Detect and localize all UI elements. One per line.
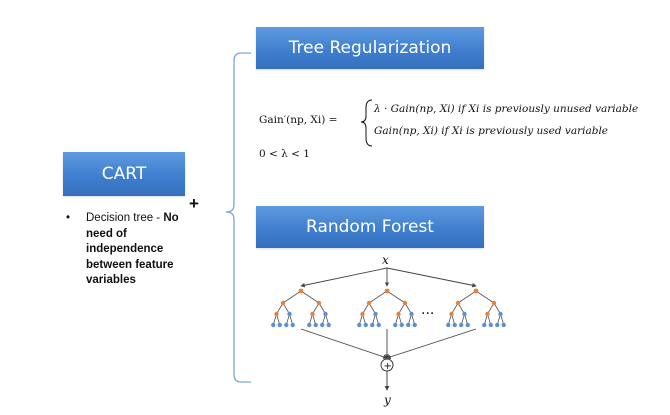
tree-edge [282, 290, 302, 304]
gain-formula-case-used: Gain(np, Xi) if Xi is previously used va… [374, 125, 609, 137]
leaf-node [357, 322, 362, 328]
combine-symbol: + [384, 361, 392, 372]
plus-sign: + [189, 194, 199, 213]
decision-tree [357, 288, 417, 328]
input-x-label: x [382, 253, 389, 267]
root-node [298, 288, 304, 294]
leaf-node [459, 322, 464, 328]
tree-regularization-box: Tree Regularization [256, 27, 484, 69]
split-node [402, 300, 408, 306]
leaf-node [284, 322, 289, 328]
leaf-node [409, 311, 414, 317]
cart-bullet-list: • Decision tree - No need of independenc… [60, 211, 200, 289]
split-node [316, 300, 322, 306]
gain-formula-case-unused: λ · Gain(np, Xi) if Xi is previously unu… [374, 103, 639, 115]
cart-bullet-intro: Decision tree - [86, 212, 161, 224]
leaf-node [320, 322, 325, 328]
tree-edge [475, 290, 495, 304]
leaf-node [277, 322, 282, 328]
cart-bullet-emphasis: No need of independence between feature … [86, 212, 179, 286]
cart-box: CART [63, 152, 185, 196]
split-node [485, 311, 490, 317]
leaf-node [465, 322, 470, 328]
tree-edge [386, 290, 406, 304]
leaf-node [498, 311, 503, 317]
leaf-node [376, 322, 381, 328]
split-node [360, 311, 365, 317]
leaf-node [326, 322, 331, 328]
root-node [384, 288, 390, 294]
random-forest-title: Random Forest [306, 217, 434, 237]
split-node [274, 311, 279, 317]
cart-title: CART [101, 164, 147, 184]
leaf-node [271, 322, 276, 328]
gain-formula-lhs: Gain′(np, Xi) = [259, 114, 338, 126]
split-node [280, 300, 286, 306]
split-node [455, 300, 461, 306]
leaf-node [399, 322, 404, 328]
small-tree [271, 300, 295, 328]
leaf-node [363, 322, 368, 328]
grouping-brace [225, 52, 251, 383]
leaf-node [488, 322, 493, 328]
bullet-icon: • [66, 212, 71, 224]
cart-bullet-item: • Decision tree - No need of independenc… [60, 211, 200, 289]
decision-tree [446, 288, 506, 328]
leaf-node [313, 322, 318, 328]
random-forest-diagram: x ··· + y [271, 253, 506, 407]
leaf-node [307, 322, 312, 328]
split-node [449, 311, 454, 317]
small-tree [446, 300, 470, 328]
input-arrow [386, 267, 477, 288]
leaf-node [370, 322, 375, 328]
leaf-node [452, 322, 457, 328]
lambda-constraint: 0 < λ < 1 [259, 148, 310, 160]
vote-arrow [386, 328, 477, 359]
leaf-node [462, 311, 467, 317]
split-node [491, 300, 497, 306]
small-tree [307, 300, 331, 328]
output-y-label: y [383, 393, 391, 407]
input-arrow [300, 267, 388, 288]
leaf-node [287, 311, 292, 317]
tree-edge [457, 290, 477, 304]
leaf-node [412, 322, 417, 328]
tree-regularization-title: Tree Regularization [288, 38, 452, 58]
small-tree [393, 300, 417, 328]
leaf-node [495, 322, 500, 328]
small-tree [357, 300, 381, 328]
leaf-node [446, 322, 451, 328]
leaf-node [323, 311, 328, 317]
leaf-node [501, 322, 506, 328]
tree-ellipsis: ··· [421, 306, 434, 322]
random-forest-box: Random Forest [256, 206, 484, 248]
leaf-node [482, 322, 487, 328]
root-node [473, 288, 479, 294]
decision-tree [271, 288, 331, 328]
tree-edge [368, 290, 388, 304]
case-brace [360, 99, 373, 147]
leaf-node [406, 322, 411, 328]
leaf-node [393, 322, 398, 328]
split-node [396, 311, 401, 317]
leaf-node [373, 311, 378, 317]
vote-arrow [300, 328, 388, 359]
small-tree [482, 300, 506, 328]
split-node [310, 311, 315, 317]
tree-edge [300, 290, 320, 304]
split-node [366, 300, 372, 306]
leaf-node [290, 322, 295, 328]
